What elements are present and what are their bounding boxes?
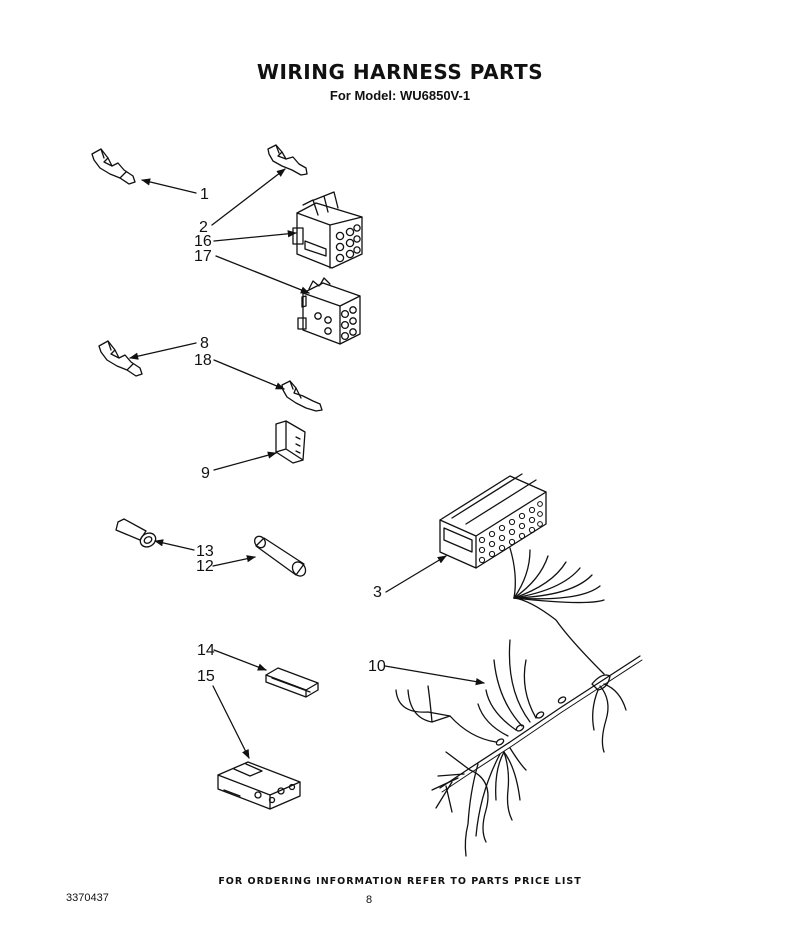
callout-labels: 1 2 16 17 8 18 9 13 12 3 14 15 10 (194, 186, 386, 685)
leader-lines (129, 168, 485, 759)
part-16-connector-housing (293, 192, 362, 268)
part-10-wiring-harness (396, 548, 642, 856)
callout-1: 1 (200, 186, 209, 203)
part-12-tube (252, 534, 308, 578)
model-subtitle: For Model: WU6850V-1 (329, 88, 471, 103)
callout-18: 18 (194, 352, 212, 369)
part-15-connector-body (218, 762, 300, 809)
part-17-connector-block (298, 278, 360, 344)
part-2-terminal (268, 145, 307, 175)
callout-3: 3 (373, 584, 382, 601)
ordering-note: FOR ORDERING INFORMATION REFER TO PARTS … (218, 876, 582, 887)
callout-14: 14 (197, 642, 215, 659)
part-8-terminal (99, 341, 142, 376)
callout-16: 16 (194, 233, 212, 250)
part-3-connector-block (440, 474, 546, 568)
part-13-sleeve (116, 519, 158, 550)
page-title: WIRING HARNESS PARTS (256, 60, 544, 84)
part-14-block (266, 668, 318, 697)
part-9-connector (276, 421, 305, 463)
callout-15: 15 (197, 668, 215, 685)
part-1-terminal (92, 149, 135, 184)
callout-17: 17 (194, 248, 212, 265)
callout-12: 12 (196, 558, 214, 575)
callout-8: 8 (200, 335, 209, 352)
part-18-terminal (282, 381, 322, 411)
callout-9: 9 (201, 465, 210, 482)
page-number: 8 (366, 894, 373, 906)
document-number: 3370437 (66, 892, 109, 904)
callout-13: 13 (196, 543, 214, 560)
callout-2: 2 (199, 219, 208, 236)
callout-10: 10 (368, 658, 386, 675)
